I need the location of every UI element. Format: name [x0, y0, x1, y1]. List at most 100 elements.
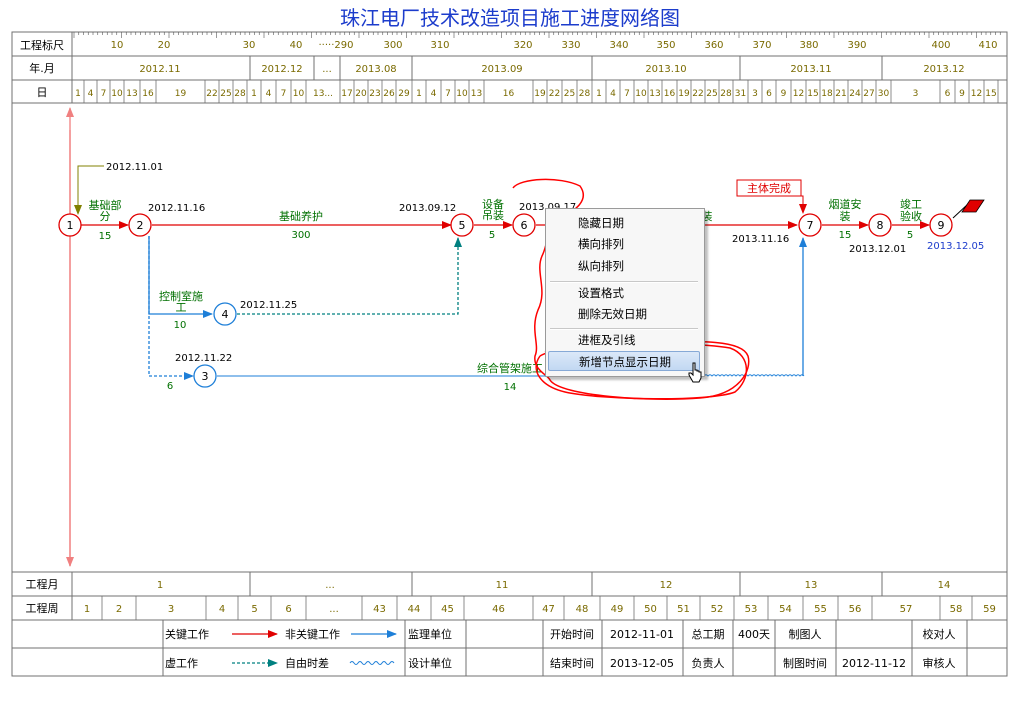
day-cell: 19 [175, 89, 187, 99]
task-6-7-name[interactable]: 装 [702, 210, 713, 223]
project-month-cell: 13 [805, 580, 818, 591]
day-cell: 18 [821, 89, 833, 99]
legend-table: 关键工作 非关键工作 监理单位 虚工作 自由时差 设计单位 开始时间 2012-… [11, 619, 1008, 677]
checker-label: 校对人 [923, 627, 956, 641]
task-7-8-name[interactable]: 烟道安 [829, 197, 862, 211]
task-3-7-duration[interactable]: 14 [504, 382, 517, 393]
week-cell: 56 [849, 604, 862, 615]
day-cell: 4 [88, 89, 94, 99]
node-1-date[interactable]: 2012.11.01 [106, 162, 163, 173]
node-2-date[interactable]: 2012.11.16 [148, 203, 205, 214]
menu-item-set-format[interactable]: 设置格式 [578, 286, 624, 300]
milestone-leader [790, 195, 807, 214]
task-8-9-name[interactable]: 验收 [900, 209, 922, 223]
day-cell: 16 [503, 89, 515, 99]
node-7[interactable]: 7 [798, 213, 822, 237]
day-cell: 16 [664, 89, 676, 99]
day-cell: 7 [281, 89, 287, 99]
menu-separator [550, 328, 698, 330]
task-2-4-name[interactable]: 工 [176, 301, 187, 314]
task-5-6-name[interactable]: 设备 [482, 197, 504, 211]
menu-item-hide-date[interactable]: 隐藏日期 [578, 216, 624, 230]
task-2-4-name[interactable]: 控制室施 [159, 289, 203, 303]
day-cell: 19 [534, 89, 546, 99]
node-2[interactable]: 2 [128, 213, 152, 237]
day-cell: 22 [206, 89, 217, 99]
node-3-date[interactable]: 2012.11.22 [175, 353, 232, 364]
node-7-date[interactable]: 2013.11.16 [732, 234, 789, 245]
task-2-5-name[interactable]: 基础养护 [279, 209, 323, 223]
menu-item-frame-and-leader[interactable]: 进框及引线 [578, 333, 636, 347]
task-5-6-name[interactable]: 吊装 [482, 209, 504, 222]
day-cell: 12 [793, 89, 804, 99]
day-cell: 7 [445, 89, 451, 99]
milestone-box[interactable] [736, 179, 802, 197]
day-cell: 1 [251, 89, 257, 99]
week-cell: 44 [408, 604, 421, 615]
task-2-4-duration[interactable]: 10 [174, 320, 187, 331]
month-cell: 2013.09 [481, 64, 522, 75]
node-8-date[interactable]: 2013.12.01 [849, 244, 906, 255]
task-7-8-duration[interactable]: 15 [839, 230, 852, 241]
month-cell: 2013.12 [923, 64, 964, 75]
day-cell: 25 [220, 89, 231, 99]
month-cell: 2013.10 [645, 64, 686, 75]
node-8[interactable]: 8 [868, 213, 892, 237]
task-3-7-name[interactable]: 综合管架施工 [477, 361, 543, 375]
week-cell: 59 [983, 604, 996, 615]
menu-item-horizontal-arrange[interactable]: 横向排列 [578, 237, 624, 251]
day-cell: 9 [959, 89, 965, 99]
node-9-number: 9 [938, 219, 945, 232]
menu-item-delete-invalid-dates[interactable]: 删除无效日期 [578, 307, 647, 321]
project-month-row-label: 工程月 [26, 578, 59, 591]
menu-item-vertical-arrange[interactable]: 纵向排列 [578, 259, 624, 273]
scale-tick-label: 30 [243, 40, 256, 51]
date-leader-line[interactable] [74, 165, 104, 215]
start-time-value: 2012-11-01 [610, 628, 674, 641]
day-cell: 10 [456, 89, 468, 99]
node-9-date[interactable]: 2013.12.05 [927, 241, 984, 252]
legend-non-key-work-label: 非关键工作 [285, 627, 340, 641]
arrow-2-3-virtual[interactable] [148, 236, 194, 380]
day-cell: 4 [431, 89, 437, 99]
node-9[interactable]: 9 [929, 213, 953, 237]
task-8-9-name[interactable]: 竣工 [900, 197, 922, 211]
task-1-2-name[interactable]: 分 [100, 210, 111, 223]
day-cell: 9 [781, 89, 787, 99]
task-8-9-duration[interactable]: 5 [907, 230, 913, 241]
day-cell: 30 [878, 89, 890, 99]
day-cell: 16 [142, 89, 154, 99]
menu-item-add-node-date[interactable]: 新增节点显示日期 [548, 351, 700, 371]
week-cell: 5 [251, 604, 257, 615]
task-2-5-duration[interactable]: 300 [291, 230, 310, 241]
task-7-8-name[interactable]: 装 [840, 210, 851, 223]
day-cell: 20 [355, 89, 367, 99]
node-5[interactable]: 5 [450, 213, 474, 237]
day-cell: 27 [863, 89, 874, 99]
node-3[interactable]: 3 [193, 364, 217, 388]
day-cell: 1 [596, 89, 602, 99]
node-4-date[interactable]: 2012.11.25 [240, 300, 297, 311]
node-6[interactable]: 6 [512, 213, 536, 237]
task-1-2-duration[interactable]: 15 [99, 231, 112, 242]
finish-flag-icon [961, 199, 985, 213]
month-cell: 2012.11 [139, 64, 180, 75]
task-5-6-duration[interactable]: 5 [489, 230, 495, 241]
node-6-date[interactable]: 2013.09.17 [519, 202, 576, 213]
node-4[interactable]: 4 [213, 302, 237, 326]
context-menu[interactable]: 隐藏日期 横向排列 纵向排列 设置格式 删除无效日期 进框及引线 新增节点显示日… [545, 208, 705, 377]
scale-tick-label: 20 [158, 40, 171, 51]
arrow-4-5-virtual[interactable] [237, 237, 462, 315]
node-5-number: 5 [459, 219, 466, 232]
day-cell: 28 [720, 89, 732, 99]
week-cell: ... [329, 604, 339, 615]
node-1[interactable]: 1 [58, 213, 82, 237]
milestone-label[interactable]: 主体完成 [747, 181, 791, 195]
day-cell: 28 [234, 89, 246, 99]
node-5-date[interactable]: 2013.09.12 [399, 203, 456, 214]
task-1-2-name[interactable]: 基础部 [89, 198, 122, 212]
task-2-3-duration[interactable]: 6 [167, 381, 173, 392]
